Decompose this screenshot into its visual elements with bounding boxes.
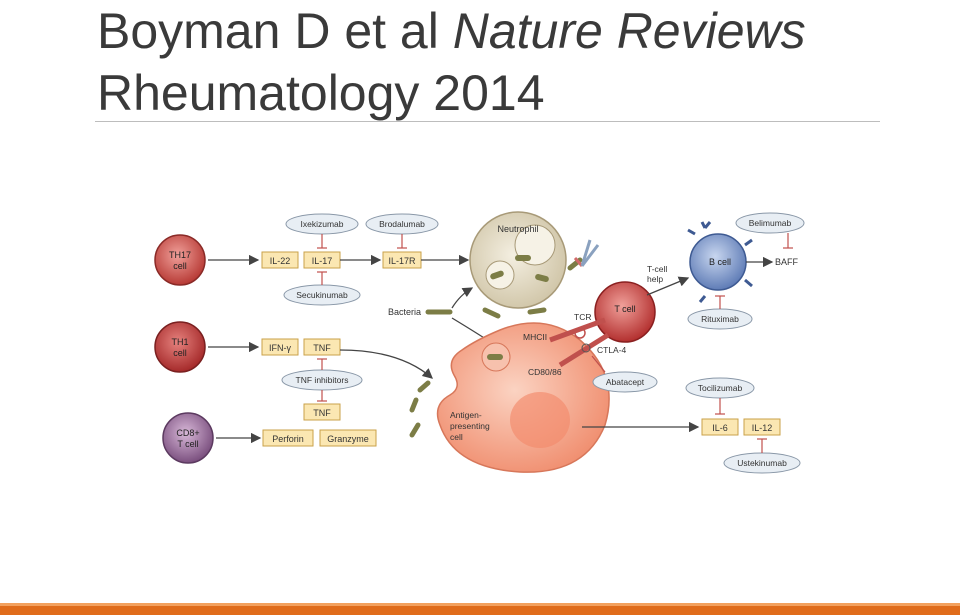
- svg-text:Belimumab: Belimumab: [749, 218, 792, 228]
- ctla4-label: CTLA-4: [597, 345, 627, 355]
- cd8-label: CD8+: [176, 428, 199, 438]
- title-divider: [95, 121, 880, 122]
- apc-label-2: presenting: [450, 421, 490, 431]
- svg-text:IL-12: IL-12: [752, 423, 773, 433]
- svg-text:Abatacept: Abatacept: [606, 377, 645, 387]
- bacterium: [409, 397, 419, 413]
- arrow-bacteria-neutrophil: [451, 287, 474, 309]
- il12-box: IL-12: [743, 418, 781, 436]
- tnf-box-2: TNF: [303, 403, 341, 421]
- block-abatacept: [591, 355, 606, 373]
- arrow-tnf: [339, 349, 433, 379]
- ixekizumab-oval: Ixekizumab: [285, 213, 359, 235]
- svg-text:IFN-γ: IFN-γ: [269, 343, 291, 353]
- title-journal: Nature Reviews: [452, 3, 806, 59]
- bacterium: [487, 354, 503, 360]
- footer-accent-bar: [0, 603, 960, 615]
- bacterium: [417, 380, 431, 393]
- tnf-inhibitors-oval: TNF inhibitors: [281, 369, 363, 391]
- title-block: Boyman D et al Nature Reviews Rheumatolo…: [97, 0, 806, 124]
- svg-text:IL-17: IL-17: [312, 256, 333, 266]
- svg-text:Secukinumab: Secukinumab: [296, 290, 348, 300]
- svg-text:Tocilizumab: Tocilizumab: [698, 383, 743, 393]
- cd8-cell: CD8+ T cell: [162, 412, 214, 464]
- granzyme-box: Granzyme: [319, 429, 377, 447]
- bacterium: [527, 307, 547, 315]
- ctla4-marker: [581, 343, 591, 353]
- bacteria-label: Bacteria: [388, 307, 421, 317]
- antibody-icon: [573, 239, 600, 267]
- neutrophil: Neutrophil: [469, 211, 567, 309]
- title-line-1: Boyman D et al Nature Reviews: [97, 0, 806, 62]
- svg-text:Ixekizumab: Ixekizumab: [301, 219, 344, 229]
- th1-cell: TH1 cell: [154, 321, 206, 373]
- ustekinumab-oval: Ustekinumab: [723, 452, 801, 474]
- svg-text:TNF: TNF: [313, 408, 331, 418]
- th1-sublabel: cell: [173, 348, 187, 358]
- th17-sublabel: cell: [173, 261, 187, 271]
- svg-text:Perforin: Perforin: [272, 434, 304, 444]
- apc-label-1: Antigen-: [450, 410, 482, 420]
- t-cell-label: T cell: [614, 304, 635, 314]
- title-line-2: Rheumatology 2014: [97, 65, 545, 121]
- brodalumab-oval: Brodalumab: [365, 213, 439, 235]
- baff-label: BAFF: [775, 257, 799, 267]
- t-cell: T cell: [594, 281, 656, 343]
- tcr-label: TCR: [574, 312, 591, 322]
- rituximab-oval: Rituximab: [687, 308, 753, 330]
- secukinumab-oval: Secukinumab: [283, 284, 361, 306]
- abatacept-oval: Abatacept: [592, 371, 658, 393]
- svg-text:Ustekinumab: Ustekinumab: [737, 458, 787, 468]
- cd8-sublabel: T cell: [177, 439, 198, 449]
- il22-box: IL-22: [261, 251, 299, 269]
- bacterium: [482, 307, 501, 319]
- mhc-tcr-complex: [549, 317, 606, 343]
- th1-label: TH1: [171, 337, 188, 347]
- il17-box: IL-17: [303, 251, 341, 269]
- footer-highlight: [0, 603, 960, 606]
- bacterium: [490, 270, 504, 280]
- title-authors: Boyman D et al: [97, 3, 439, 59]
- svg-text:Rituximab: Rituximab: [701, 314, 739, 324]
- ifng-box: IFN-γ: [261, 338, 299, 356]
- svg-text:TNF: TNF: [313, 343, 331, 353]
- arrow-t-cell-help: [646, 276, 690, 296]
- t-cell-help-label-2: help: [647, 274, 663, 284]
- perforin-box: Perforin: [262, 429, 314, 447]
- bacterium: [409, 422, 421, 438]
- th17-label: TH17: [169, 250, 191, 260]
- b-cell-label: B cell: [709, 257, 731, 267]
- tocilizumab-oval: Tocilizumab: [685, 377, 755, 399]
- il17r-box: IL-17R: [382, 251, 422, 269]
- immunology-diagram: TH17 cell TH1 cell CD8+ T cell IL-22 IL-…: [154, 211, 805, 474]
- neutrophil-label: Neutrophil: [497, 224, 538, 234]
- svg-text:TNF inhibitors: TNF inhibitors: [296, 375, 349, 385]
- mhcii-label: MHCII: [523, 332, 547, 342]
- t-cell-help-label-1: T-cell: [647, 264, 667, 274]
- il6-box: IL-6: [701, 418, 739, 436]
- bacterium: [515, 255, 531, 261]
- bacterium: [535, 273, 549, 283]
- belimumab-oval: Belimumab: [735, 212, 805, 234]
- svg-text:Brodalumab: Brodalumab: [379, 219, 425, 229]
- th17-cell: TH17 cell: [154, 234, 206, 286]
- svg-text:IL-22: IL-22: [270, 256, 291, 266]
- svg-text:IL-6: IL-6: [712, 423, 728, 433]
- svg-text:IL-17R: IL-17R: [388, 256, 416, 266]
- svg-text:Granzyme: Granzyme: [327, 434, 369, 444]
- tnf-box-1: TNF: [303, 338, 341, 356]
- b-cell: B cell: [687, 221, 753, 303]
- cd80-86-label: CD80/86: [528, 367, 562, 377]
- apc-label-3: cell: [450, 432, 463, 442]
- cd80-ctla4-complex: [558, 332, 610, 368]
